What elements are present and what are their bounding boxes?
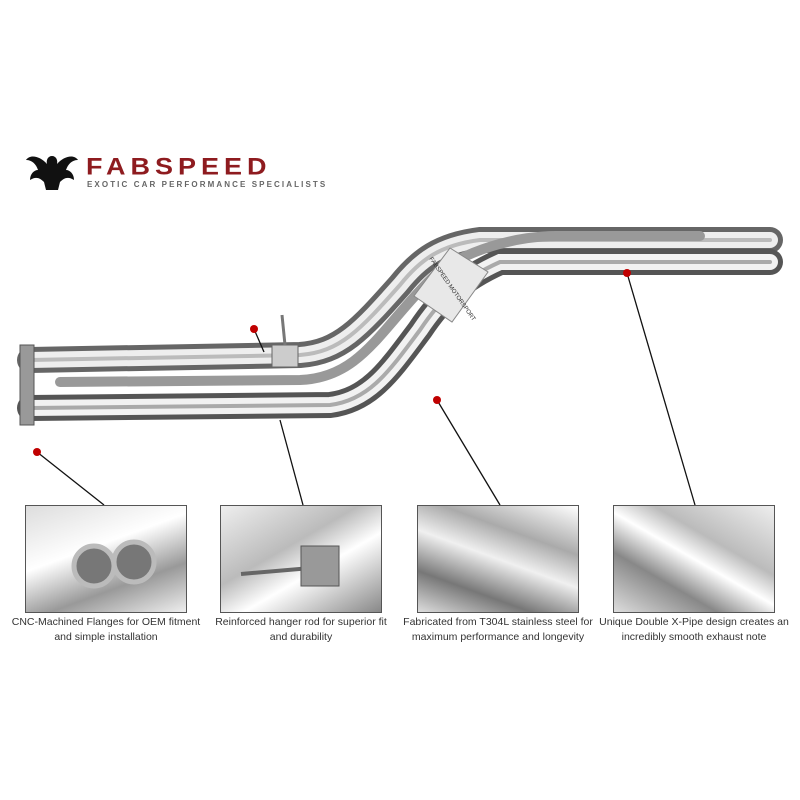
thumbnail-xpipe [613,505,775,613]
caption-xpipe: Unique Double X-Pipe design creates an i… [599,616,789,643]
hanger-rod [271,314,299,368]
caption-hanger-rod: Reinforced hanger rod for superior fit a… [215,616,387,643]
center-badge: FABSPEED MOTORSPORT [413,247,489,323]
caption-stainless-steel: Fabricated from T304L stainless steel fo… [403,616,593,643]
callout-dot-material [433,396,441,404]
fabspeed-logo [24,150,80,194]
callout-dot-hanger [250,325,258,333]
exhaust-pipes [17,227,783,426]
brand-name: FABSPEED [86,153,272,180]
thumbnail-flanges [25,505,187,613]
thumbnail-hanger-rod [220,505,382,613]
callouts [36,272,696,506]
thumbnail-stainless-steel [417,505,579,613]
brand-tagline: EXOTIC CAR PERFORMANCE SPECIALISTS [87,180,328,189]
callout-dot-flange [33,448,41,456]
callout-dot-xpipe [623,269,631,277]
caption-flanges: CNC-Machined Flanges for OEM fitment and… [11,616,201,643]
callout-dots [33,269,631,456]
eagle-logo-icon [26,156,78,190]
